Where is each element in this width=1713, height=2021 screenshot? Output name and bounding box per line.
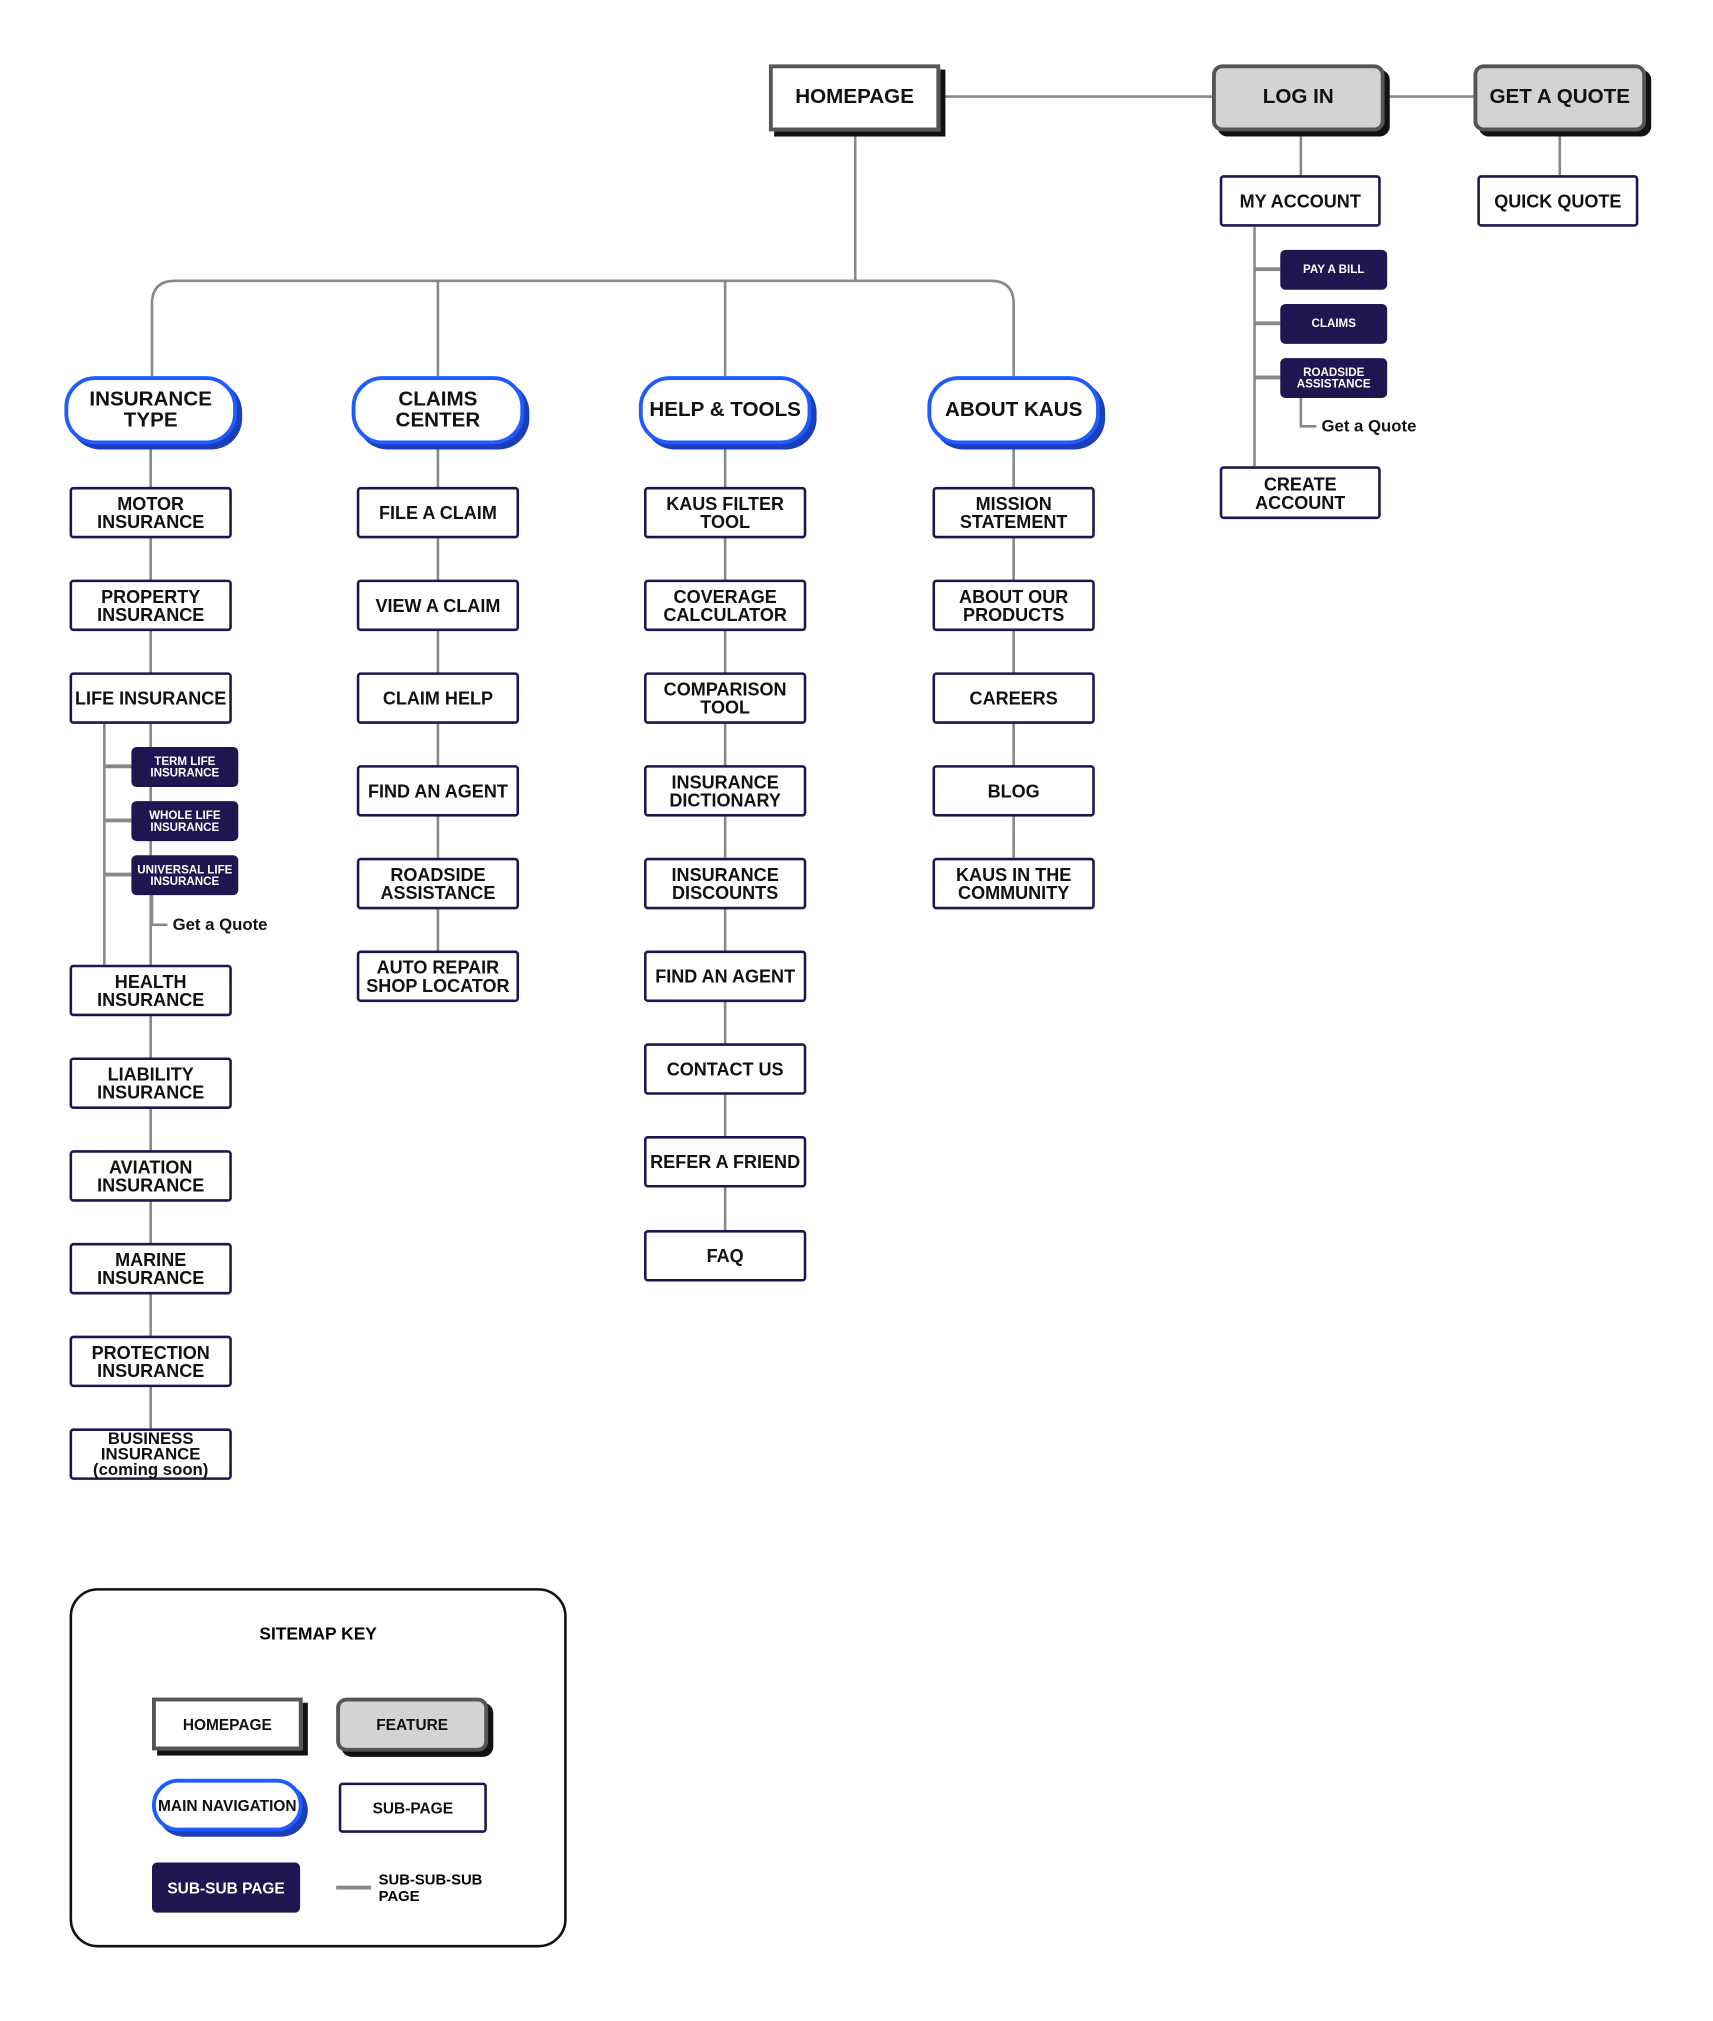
connector-line xyxy=(1299,397,1317,428)
main-nav-claims-center[interactable]: CLAIMS CENTER xyxy=(351,376,525,445)
sub-page-kaus-in-the-community[interactable]: KAUS IN THE COMMUNITY xyxy=(932,857,1095,910)
sub-page-business-insurance-coming-soon[interactable]: BUSINESS INSURANCE (coming soon) xyxy=(69,1428,232,1480)
sub-page-life-insurance[interactable]: LIFE INSURANCE xyxy=(69,672,232,724)
sub-page-about-our-products[interactable]: ABOUT OUR PRODUCTS xyxy=(932,579,1095,632)
sub-sub-sub-page-get-a-quote[interactable]: Get a Quote xyxy=(1321,416,1417,436)
legend-sub-sub-page: SUB-SUB PAGE xyxy=(151,1862,301,1913)
sub-page-mission-statement[interactable]: MISSION STATEMENT xyxy=(932,486,1095,539)
legend-feature: FEATURE xyxy=(336,1697,489,1752)
sub-sub-page-roadside-assistance[interactable]: ROADSIDE ASSISTANCE xyxy=(1280,358,1388,398)
sub-page-roadside-assistance[interactable]: ROADSIDE ASSISTANCE xyxy=(356,857,520,910)
main-nav-about-kaus[interactable]: ABOUT KAUS xyxy=(927,376,1100,445)
sub-page-blog[interactable]: BLOG xyxy=(932,765,1095,817)
sub-page-contact-us[interactable]: CONTACT US xyxy=(644,1043,807,1095)
main-nav-help-tools[interactable]: HELP & TOOLS xyxy=(638,376,812,445)
sub-sub-page-pay-a-bill[interactable]: PAY A BILL xyxy=(1280,249,1388,290)
sitemap-key: SITEMAP KEY HOMEPAGE FEATURE MAIN NAVIGATI… xyxy=(69,1588,567,1948)
sub-page-find-an-agent[interactable]: FIND AN AGENT xyxy=(356,765,520,817)
sub-page-auto-repair-shop-locator[interactable]: AUTO REPAIR SHOP LOCATOR xyxy=(356,950,520,1003)
sub-page-aviation-insurance[interactable]: AVIATION INSURANCE xyxy=(69,1150,232,1202)
sub-sub-page-whole-life-insurance[interactable]: WHOLE LIFE INSURANCE xyxy=(131,801,239,842)
legend-main-navigation: MAIN NAVIGATION xyxy=(151,1778,303,1832)
sub-page-insurance-dictionary[interactable]: INSURANCE DICTIONARY xyxy=(644,765,807,817)
sub-page-health-insurance[interactable]: HEALTH INSURANCE xyxy=(69,964,232,1017)
sub-sub-page-universal-life-insurance[interactable]: UNIVERSAL LIFE INSURANCE xyxy=(131,855,239,896)
sub-page-view-a-claim[interactable]: VIEW A CLAIM xyxy=(356,579,520,632)
legend-homepage: HOMEPAGE xyxy=(151,1697,303,1751)
sub-page-create-account[interactable]: CREATE ACCOUNT xyxy=(1219,466,1381,520)
connector-line xyxy=(150,895,168,927)
sub-page-find-an-agent[interactable]: FIND AN AGENT xyxy=(644,950,807,1003)
sub-page-faq[interactable]: FAQ xyxy=(644,1230,807,1282)
sub-page-file-a-claim[interactable]: FILE A CLAIM xyxy=(356,486,520,539)
sub-page-kaus-filter-tool[interactable]: KAUS FILTER TOOL xyxy=(644,486,807,539)
legend-sub-sub-sub-page: SUB-SUB-SUB PAGE xyxy=(378,1872,483,1905)
feature-log-in[interactable]: LOG IN xyxy=(1212,64,1385,132)
sub-page-property-insurance[interactable]: PROPERTY INSURANCE xyxy=(69,579,232,632)
sub-page-protection-insurance[interactable]: PROTECTION INSURANCE xyxy=(69,1335,232,1388)
sub-page-liability-insurance[interactable]: LIABILITY INSURANCE xyxy=(69,1057,232,1109)
legend-connector-line xyxy=(336,1885,371,1890)
sub-page-quick-quote[interactable]: QUICK QUOTE xyxy=(1477,175,1639,227)
sub-page-marine-insurance[interactable]: MARINE INSURANCE xyxy=(69,1242,232,1295)
main-nav-insurance-type[interactable]: INSURANCE TYPE xyxy=(64,376,237,445)
sub-page-claim-help[interactable]: CLAIM HELP xyxy=(356,672,520,724)
sub-sub-page-term-life-insurance[interactable]: TERM LIFE INSURANCE xyxy=(131,747,239,787)
homepage-node[interactable]: HOMEPAGE xyxy=(768,64,941,132)
feature-get-a-quote[interactable]: GET A QUOTE xyxy=(1473,64,1647,132)
sub-page-careers[interactable]: CAREERS xyxy=(932,672,1095,724)
sub-page-refer-a-friend[interactable]: REFER A FRIEND xyxy=(644,1136,807,1188)
sub-page-motor-insurance[interactable]: MOTOR INSURANCE xyxy=(69,486,232,539)
sub-page-coverage-calculator[interactable]: COVERAGE CALCULATOR xyxy=(644,579,807,632)
sub-page-insurance-discounts[interactable]: INSURANCE DISCOUNTS xyxy=(644,857,807,910)
legend-sub-page: SUB-PAGE xyxy=(338,1782,487,1833)
sub-sub-page-claims[interactable]: CLAIMS xyxy=(1280,303,1388,344)
connector-line xyxy=(150,279,1015,377)
legend-title: SITEMAP KEY xyxy=(259,1624,377,1644)
sub-sub-sub-page-get-a-quote[interactable]: Get a Quote xyxy=(172,914,268,934)
sub-page-my-account[interactable]: MY ACCOUNT xyxy=(1219,175,1381,227)
sub-page-comparison-tool[interactable]: COMPARISON TOOL xyxy=(644,672,807,724)
